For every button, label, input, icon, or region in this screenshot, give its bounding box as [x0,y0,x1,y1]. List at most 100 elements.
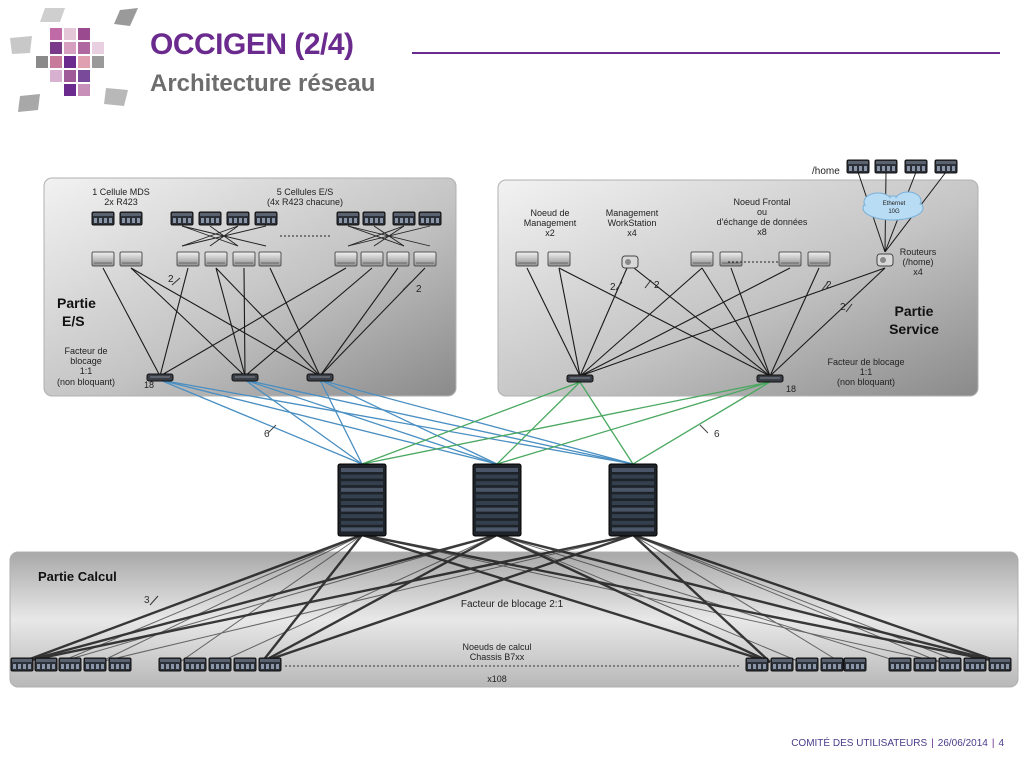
compute-chassis [233,657,257,672]
es-blocking-4: (non bloquant) [57,377,115,387]
es-io-server [119,251,143,267]
routers-label-1: Routeurs [900,247,937,257]
ws-label-2: WorkStation [608,218,657,228]
es-storage-server [392,211,416,226]
home-storage-server [846,159,870,174]
calc-nodes-1: Noeuds de calcul [462,642,531,652]
compute-chassis [963,657,987,672]
compute-chassis [58,657,82,672]
compute-chassis [843,657,867,672]
svc-blocking-3: (non bloquant) [837,377,895,387]
compute-chassis [795,657,819,672]
routers-label-2: (/home) [902,257,933,267]
es-link-count-b: 2 [416,284,422,295]
service-title-2: Service [889,321,939,337]
es-storage-server [170,211,194,226]
es-storage-server [362,211,386,226]
es-mesh [181,225,431,247]
es-uplinks [159,379,634,465]
router-icon [876,253,894,267]
compute-chassis [10,657,34,672]
service-server [778,251,802,267]
ws-label-1: Management [606,208,659,218]
compute-nodes [10,657,1012,672]
mds-server [91,211,115,226]
footer-page: 4 [998,738,1004,749]
es-uplink-count: 6 [264,429,270,440]
frontal-label-1: Noeud Frontal [733,197,790,207]
service-switch [566,374,594,383]
compute-chassis [938,657,962,672]
compute-chassis [988,657,1012,672]
service-switches [566,374,784,383]
es-io-server [204,251,228,267]
mds-label-1: 1 Cellule MDS [92,187,150,197]
service-server [807,251,831,267]
es-cells-label-1: 5 Cellules E/S [277,187,334,197]
service-server [515,251,539,267]
frontal-label-2: ou [757,207,767,217]
footer-event: COMITÉ DES UTILISATEURS [791,738,928,749]
es-port-count: 18 [144,380,154,390]
service-title-1: Partie [895,303,934,319]
compute-chassis [745,657,769,672]
es-io-server [334,251,358,267]
calc-title: Partie Calcul [38,569,117,584]
es-title-2: E/S [62,313,85,329]
es-blocking-1: Facteur de [64,346,107,356]
calc-blocking: Facteur de blocage 2:1 [461,599,564,610]
es-switch [146,373,174,382]
es-switch [231,373,259,382]
mgmt-label-2: Management [524,218,577,228]
core-switch [472,463,522,537]
es-servers [91,211,442,267]
es-link-count-a: 2 [168,274,174,285]
home-storage-server [874,159,898,174]
es-io-server [413,251,437,267]
calc-nodes-2: Chassis B7xx [470,652,525,662]
compute-chassis [208,657,232,672]
compute-chassis [34,657,58,672]
es-io-server [360,251,384,267]
home-storage-server [904,159,928,174]
es-blocking-3: 1:1 [80,366,93,376]
es-storage-server [336,211,360,226]
es-storage-server [226,211,250,226]
es-title-1: Partie [57,295,96,311]
footer-date: 26/06/2014 [937,738,988,749]
core-switch [608,463,658,537]
compute-chassis [820,657,844,672]
svc-blocking-2: 1:1 [860,367,873,377]
routers-label-3: x4 [913,267,923,277]
es-io-server [91,251,115,267]
mds-server [119,211,143,226]
frontal-label-3: d'échange de données [717,217,808,227]
svc-link-count-a: 2 [610,282,616,293]
es-storage-server [418,211,442,226]
service-uplinks [361,381,771,465]
svc-link-count-b: 2 [654,280,660,291]
mgmt-label-3: x2 [545,228,555,238]
ws-label-3: x4 [627,228,637,238]
title-rule [412,52,1000,54]
cloud-label-1: Ethernet [883,201,906,207]
occigen-logo [10,8,138,112]
footer: COMITÉ DES UTILISATEURS|26/06/2014|4 [791,738,1004,749]
svc-link-count-d: 2 [840,302,846,313]
frontal-label-4: x8 [757,227,767,237]
cloud-label-2: 10G [888,209,900,215]
slide-subtitle: Architecture réseau [150,70,376,97]
svc-link-count-c: 2 [826,280,832,291]
home-storage-server [934,159,958,174]
es-storage-server [254,211,278,226]
compute-chassis [913,657,937,672]
workstation-icon [621,255,639,269]
home-label: /home [812,166,840,177]
es-storage-server [198,211,222,226]
service-uplink-count: 6 [714,429,720,440]
service-switch [756,374,784,383]
core-switch [337,463,387,537]
service-server [547,251,571,267]
compute-chassis [258,657,282,672]
